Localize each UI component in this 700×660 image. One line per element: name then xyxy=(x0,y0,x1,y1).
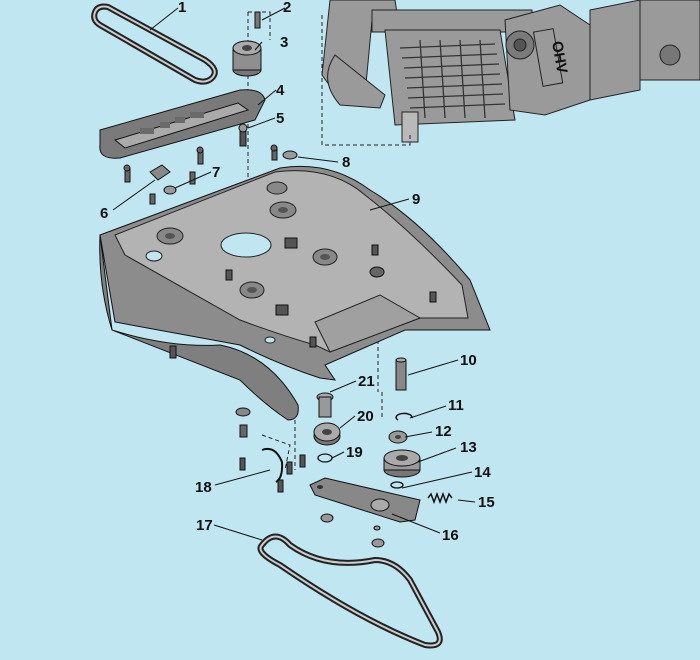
engine-ohv-label: OHV xyxy=(548,40,570,75)
part-18-linkage xyxy=(235,407,306,493)
part-19-washer xyxy=(317,453,333,463)
callout-5: 5 xyxy=(276,110,284,127)
part-4-belt-guard xyxy=(99,89,266,159)
part-3-pulley-bushing xyxy=(232,40,262,77)
fastener-bolts xyxy=(123,144,278,205)
callout-1: 1 xyxy=(178,0,186,16)
part-17-belt-large xyxy=(257,533,443,649)
part-2-bolt xyxy=(254,11,261,29)
part-6-clip xyxy=(149,164,171,181)
callout-12: 12 xyxy=(435,423,452,440)
callout-leaders xyxy=(112,7,476,541)
callout-19: 19 xyxy=(346,444,363,461)
part-12-bearing xyxy=(388,430,408,444)
part-13-pulley xyxy=(383,449,421,478)
callout-labels: 1 2 3 4 5 6 7 8 9 10 11 12 13 14 15 16 1… xyxy=(100,0,495,544)
callout-11: 11 xyxy=(448,397,464,414)
callout-14: 14 xyxy=(474,464,491,481)
part-5-bolt xyxy=(238,123,248,147)
dashed-guide-shaft xyxy=(377,340,383,420)
dashed-guide-idler xyxy=(261,420,296,471)
callout-4: 4 xyxy=(276,82,285,99)
part-7-nut xyxy=(163,185,177,195)
part-1-belt-small xyxy=(91,3,218,85)
callout-10: 10 xyxy=(460,352,477,369)
idler-nuts xyxy=(320,513,385,548)
part-10-spindle-shaft xyxy=(395,357,407,391)
part-14-clip xyxy=(390,481,404,489)
part-11-circlip xyxy=(395,412,413,421)
part-8-washer xyxy=(282,150,298,160)
callout-3: 3 xyxy=(280,34,288,51)
callout-17: 17 xyxy=(196,517,213,534)
callout-20: 20 xyxy=(357,408,374,425)
callout-8: 8 xyxy=(342,154,350,171)
callout-15: 15 xyxy=(478,494,495,511)
callout-2: 2 xyxy=(283,0,291,16)
part-21-bushing xyxy=(316,392,334,418)
callout-13: 13 xyxy=(460,439,477,456)
callout-16: 16 xyxy=(442,527,459,544)
callout-7: 7 xyxy=(212,164,220,181)
callout-18: 18 xyxy=(195,479,212,496)
callout-21: 21 xyxy=(358,373,375,390)
part-9-mower-deck xyxy=(99,165,491,421)
part-15-spring xyxy=(427,491,453,505)
deck-bottom-bolt xyxy=(169,345,177,359)
part-20-bearing xyxy=(313,422,341,446)
engine-illustration: OHV xyxy=(317,0,700,145)
part-16-idler-arm xyxy=(309,477,421,523)
callout-6: 6 xyxy=(100,205,108,222)
callout-9: 9 xyxy=(412,191,420,208)
